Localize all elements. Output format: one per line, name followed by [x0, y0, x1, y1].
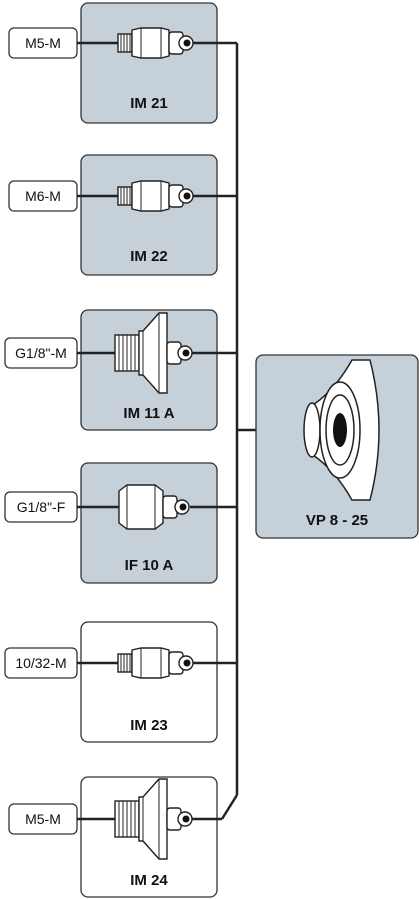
- suction-cup-card: VP 8 - 25: [255, 354, 419, 539]
- fitting-row-im-23: 10/32-M IM 23: [4, 621, 237, 743]
- fitting-code: IM 21: [130, 95, 168, 112]
- fitting-row-im-22: M6-M IM 22: [8, 154, 237, 276]
- fitting-code: IM 22: [130, 248, 168, 265]
- suction-cup-icon: [303, 359, 380, 501]
- thread-label: M5-M: [25, 35, 61, 51]
- fitting-icon-small-male: [117, 647, 194, 679]
- thread-label: M6-M: [25, 188, 61, 204]
- fitting-icon-small-male: [117, 180, 194, 212]
- fitting-code: IM 23: [130, 717, 168, 734]
- thread-label: G1/8"-M: [15, 345, 67, 361]
- fitting-icon-hex-male: [114, 778, 193, 860]
- fitting-row-im-21: M5-M IM 21: [8, 2, 237, 124]
- thread-label: 10/32-M: [15, 655, 66, 671]
- bus-branch-bend: [220, 794, 239, 820]
- fitting-card: [80, 621, 218, 743]
- fitting-code: IM 11 A: [123, 405, 174, 422]
- suction-cup-code: VP 8 - 25: [306, 512, 368, 529]
- fitting-icon-hex-male: [114, 312, 193, 394]
- fitting-code: IF 10 A: [125, 557, 174, 574]
- thread-label: G1/8"-F: [17, 499, 66, 515]
- fitting-code: IM 24: [130, 872, 168, 889]
- fitting-row-im-11-a: G1/8"-M IM 11 A: [4, 309, 237, 431]
- thread-label: M5-M: [25, 811, 61, 827]
- fitting-icon-hex-female: [118, 484, 190, 530]
- fitting-row-im-24: M5-M IM 24: [8, 776, 239, 898]
- fitting-card: [80, 154, 218, 276]
- fitting-icon-small-male: [117, 27, 194, 59]
- fitting-row-if-10-a: G1/8"-F IF 10 A: [4, 462, 237, 584]
